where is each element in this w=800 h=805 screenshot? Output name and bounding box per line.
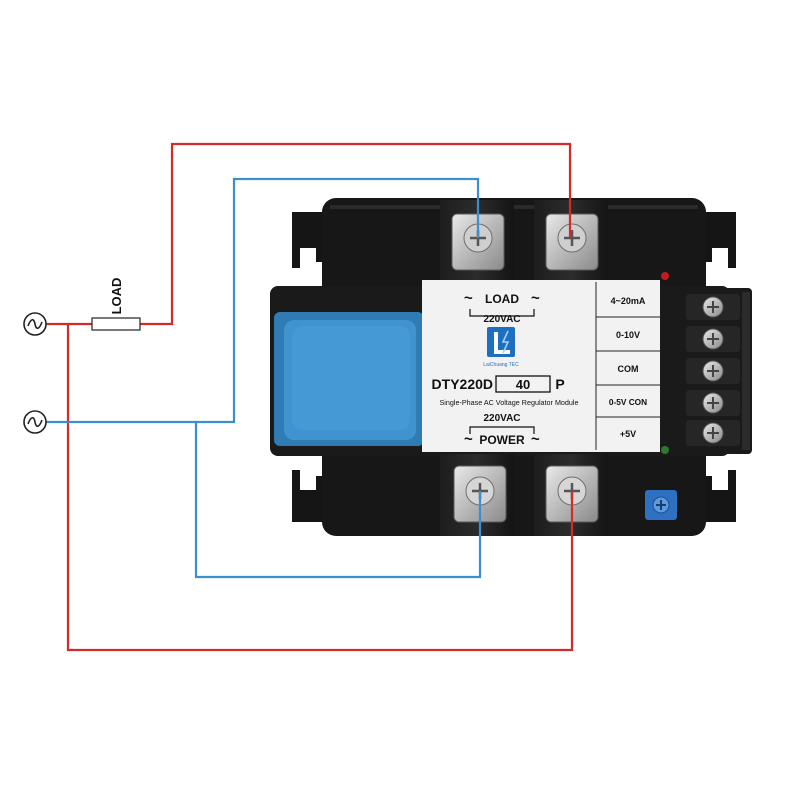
led-green: [661, 446, 669, 454]
neutral-wire: [46, 177, 482, 579]
control-label-0-5v-con: 0-5V CON: [609, 397, 647, 407]
control-label-5v: +5V: [620, 429, 636, 439]
blue-cover: [274, 312, 424, 446]
panel-power-label: POWER: [479, 433, 525, 447]
label-panel: ~ LOAD ~ 220VAC LaiChuang TEC DTY220D 40…: [422, 280, 660, 452]
brand-logo: [487, 327, 515, 357]
ac-sine-source-icon: [23, 312, 47, 336]
model-prefix: DTY220D: [432, 376, 493, 392]
panel-load-voltage: 220VAC: [483, 314, 520, 325]
control-terminal-5[interactable]: [686, 420, 740, 446]
control-label-4-20ma: 4~20mA: [611, 296, 646, 306]
live-wire: [46, 142, 574, 652]
panel-ac-symbol-power-right: ~: [531, 431, 540, 448]
control-terminal-4[interactable]: [686, 390, 740, 416]
led-red: [661, 272, 669, 280]
control-label-0-10v: 0-10V: [616, 330, 640, 340]
ac-sine-source-icon: [23, 410, 47, 434]
model-current: 40: [516, 377, 530, 392]
load-label: LOAD: [109, 278, 124, 315]
panel-power-voltage: 220VAC: [483, 413, 520, 424]
control-terminal-2[interactable]: [686, 326, 740, 352]
bottom-terminal-left[interactable]: [440, 454, 514, 536]
brand-name: LaiChuang TEC: [483, 362, 519, 368]
panel-ac-symbol-load-left: ~: [464, 290, 473, 307]
panel-ac-symbol-power-left: ~: [464, 431, 473, 448]
control-terminal-3[interactable]: [686, 358, 740, 384]
model-suffix: P: [555, 376, 564, 392]
control-terminal-1[interactable]: [686, 294, 740, 320]
module-description: Single-Phase AC Voltage Regulator Module: [439, 398, 578, 407]
control-label-com: COM: [618, 364, 639, 374]
panel-ac-symbol-load-right: ~: [531, 290, 540, 307]
panel-load-label: LOAD: [485, 292, 519, 306]
load-resistor: [91, 317, 141, 331]
potentiometer[interactable]: [645, 490, 677, 520]
